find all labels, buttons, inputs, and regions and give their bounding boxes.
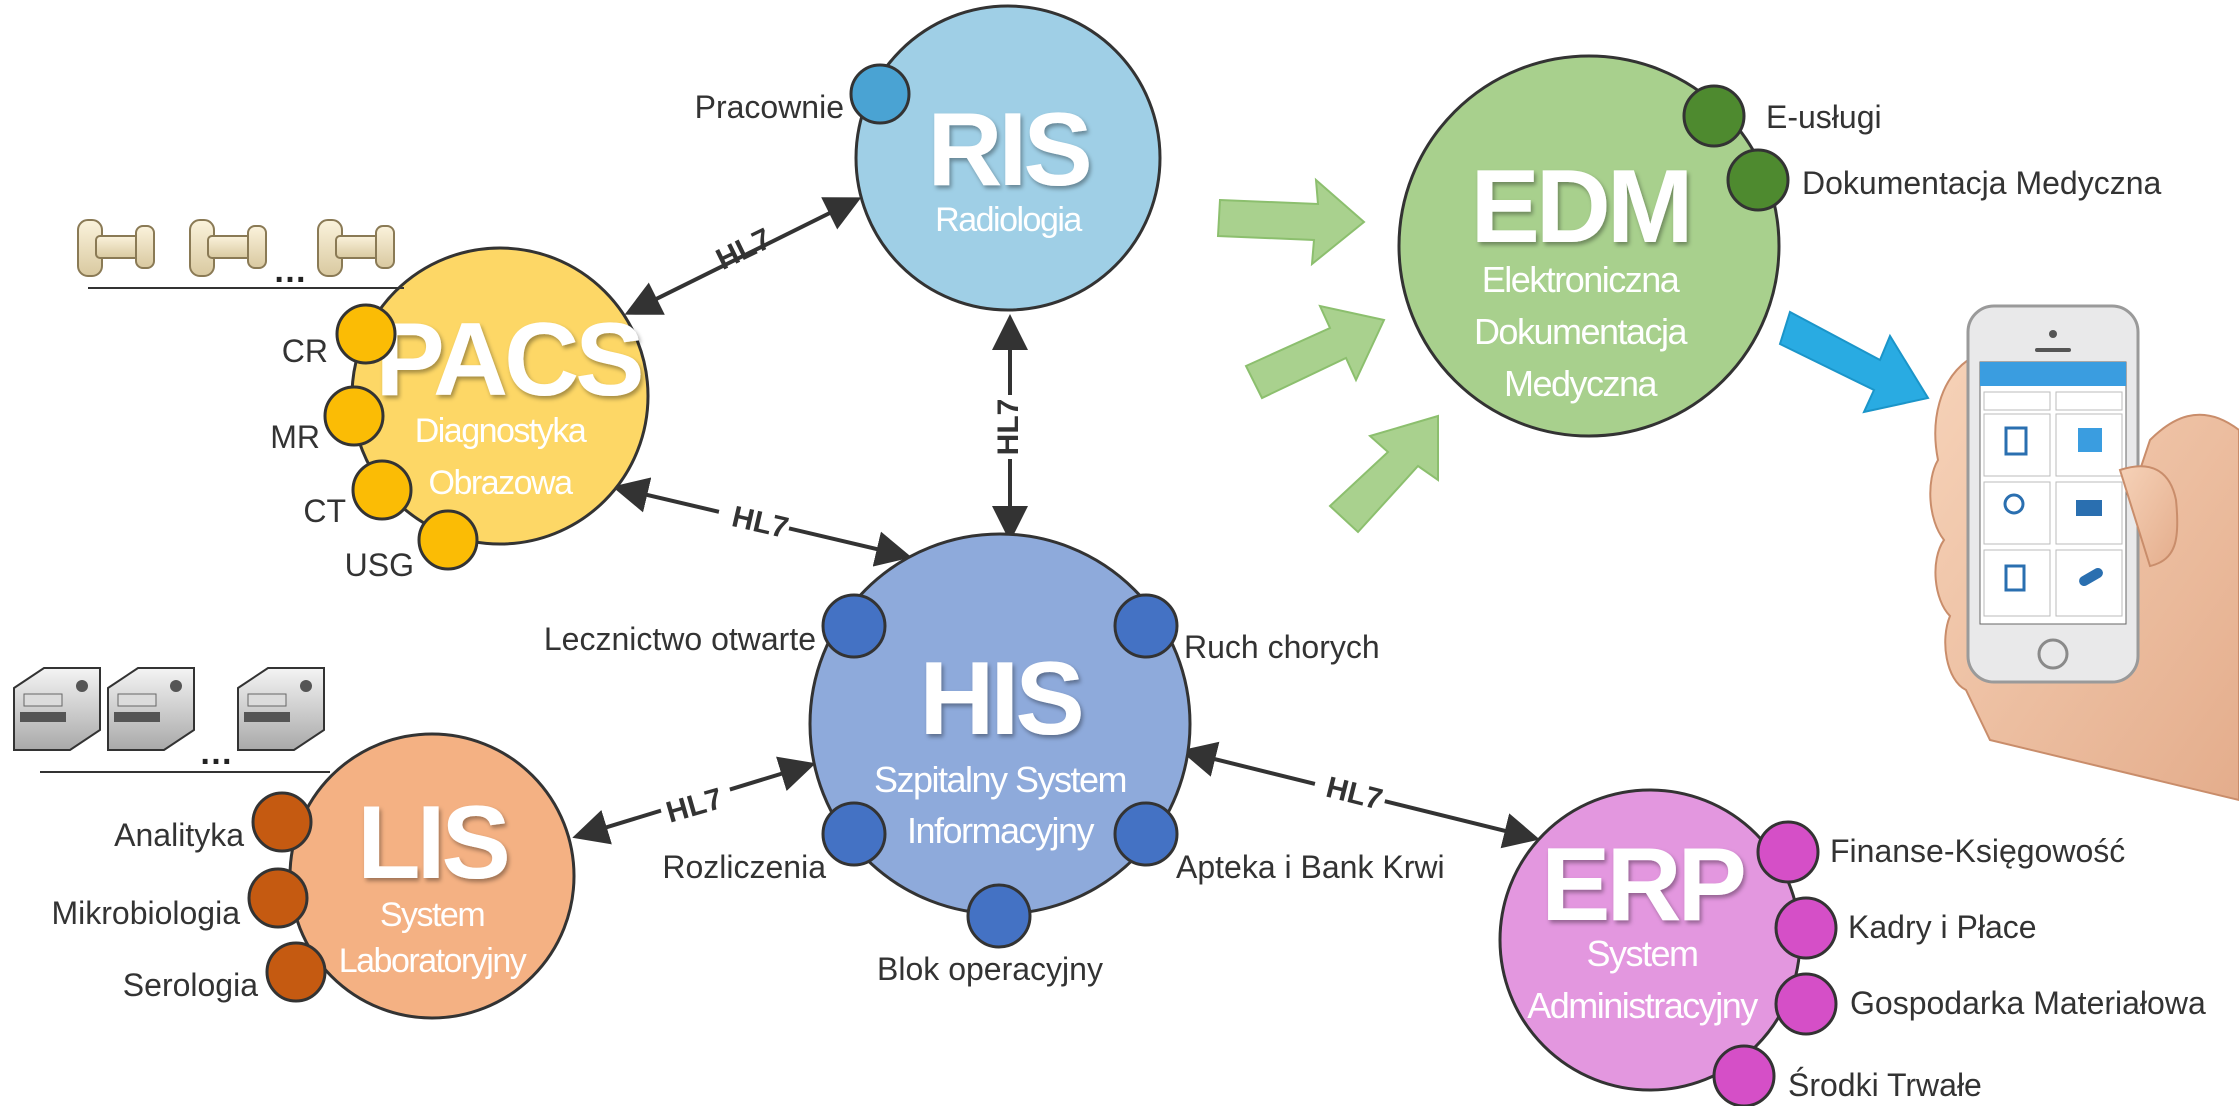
flow-arrow-mobile: [1778, 310, 1930, 414]
module-label-mr: MR: [270, 419, 320, 455]
node-ris: RIS Radiologia: [854, 4, 1162, 312]
pacs-subtitle-line-2: Obrazowa: [429, 464, 574, 502]
lab-analyzer-icon: [107, 667, 195, 751]
module-label-cr: CR: [282, 333, 328, 369]
module-label-blok-operacyjny: Blok operacyjny: [877, 951, 1103, 987]
edm-subtitle-line-3: Medyczna: [1504, 363, 1659, 404]
module-label-apteka-i-bank-krwi: Apteka i Bank Krwi: [1176, 849, 1445, 885]
connection-pacs-ris: HL7: [624, 197, 862, 315]
erp-subtitle-line-2: Administracyjny: [1527, 985, 1758, 1026]
hl7-connections: HL7 HL7 HL7 HL7 HL7: [572, 197, 1540, 849]
connection-lis-his: HL7: [572, 756, 816, 845]
pacs-subtitle-line-1: Diagnostyka: [415, 412, 587, 450]
edm-subtitle-line-2: Dokumentacja: [1474, 311, 1689, 352]
flow-arrows: [1216, 177, 1930, 534]
connection-pacs-his: HL7: [612, 477, 912, 567]
his-acronym: HIS: [919, 641, 1081, 757]
module-label-pracownie: Pracownie: [695, 89, 844, 125]
node-his: HIS Szpitalny System Informacyjny: [808, 532, 1192, 916]
imaging-ellipsis: …: [273, 252, 307, 290]
lab-ellipsis: …: [199, 734, 233, 772]
ris-modules: Pracownie: [695, 63, 911, 125]
module-label-usg: USG: [345, 547, 414, 583]
module-label-srodki-trwale: Środki Trwałe: [1788, 1067, 1982, 1103]
node-erp: ERP System Administracyjny: [1498, 788, 1802, 1092]
connection-label-pacs-ris: HL7: [711, 222, 776, 277]
module-label-finanse-ksiegowosc: Finanse-Księgowość: [1830, 833, 2125, 869]
imaging-devices: …: [77, 219, 404, 290]
module-label-rozliczenia: Rozliczenia: [662, 849, 826, 885]
flow-arrow-2: [1244, 304, 1386, 400]
module-label-kadry-i-place: Kadry i Płace: [1848, 909, 2037, 945]
ris-subtitle: Radiologia: [935, 201, 1082, 239]
connection-his-erp: HL7: [1180, 741, 1540, 849]
imaging-device-icon: [317, 219, 395, 277]
module-label-e-uslugi: E-usługi: [1766, 99, 1882, 135]
his-subtitle-line-2: Informacyjny: [907, 810, 1095, 851]
lab-analyzer-icon: [13, 667, 101, 751]
smartphone-in-hand-icon: [1929, 304, 2239, 802]
edm-modules: E-usługi Dokumentacja Medyczna: [1682, 84, 2161, 212]
his-subtitle-line-1: Szpitalny System: [874, 759, 1126, 800]
node-lis: LIS System Laboratoryjny: [288, 732, 576, 1020]
module-label-lecznictwo-otwarte: Lecznictwo otwarte: [544, 621, 816, 657]
imaging-device-icon: [77, 219, 155, 277]
lab-devices: …: [13, 667, 330, 773]
his-modules: Lecznictwo otwarte Ruch chorych Rozlicze…: [544, 593, 1445, 987]
connection-ris-his: HL7: [990, 314, 1030, 542]
flow-arrow-1: [1216, 177, 1366, 267]
module-label-ct: CT: [303, 493, 346, 529]
edm-subtitle-line-1: Elektroniczna: [1482, 259, 1681, 300]
lis-subtitle-line-1: System: [380, 896, 485, 934]
flow-arrow-3: [1328, 414, 1439, 534]
connection-label-ris-his: HL7: [992, 399, 1025, 456]
module-label-analityka: Analityka: [114, 817, 244, 853]
lis-subtitle-line-2: Laboratoryjny: [339, 942, 527, 980]
module-label-gospodarka-materialowa: Gospodarka Materiałowa: [1850, 985, 2206, 1021]
module-label-ruch-chorych: Ruch chorych: [1184, 629, 1380, 665]
connection-label-his-erp: HL7: [1323, 771, 1386, 817]
ris-acronym: RIS: [927, 92, 1089, 208]
erp-acronym: ERP: [1541, 827, 1743, 943]
module-label-mikrobiologia: Mikrobiologia: [51, 895, 240, 931]
edm-acronym: EDM: [1470, 149, 1689, 265]
node-edm: EDM Elektroniczna Dokumentacja Medyczna: [1397, 54, 1781, 438]
lis-modules: Analityka Mikrobiologia Serologia: [51, 791, 327, 1003]
erp-modules: Finanse-Księgowość Kadry i Płace Gospoda…: [1712, 820, 2206, 1108]
pacs-modules: CR MR CT USG: [270, 303, 479, 583]
erp-subtitle-line-1: System: [1586, 933, 1697, 974]
lis-acronym: LIS: [357, 785, 507, 901]
lab-analyzer-icon: [237, 667, 325, 751]
node-pacs: PACS Diagnostyka Obrazowa: [350, 246, 650, 546]
pacs-acronym: PACS: [375, 302, 641, 418]
module-label-dokumentacja-medyczna: Dokumentacja Medyczna: [1802, 165, 2161, 201]
imaging-device-icon: [189, 219, 267, 277]
module-label-serologia: Serologia: [123, 967, 258, 1003]
